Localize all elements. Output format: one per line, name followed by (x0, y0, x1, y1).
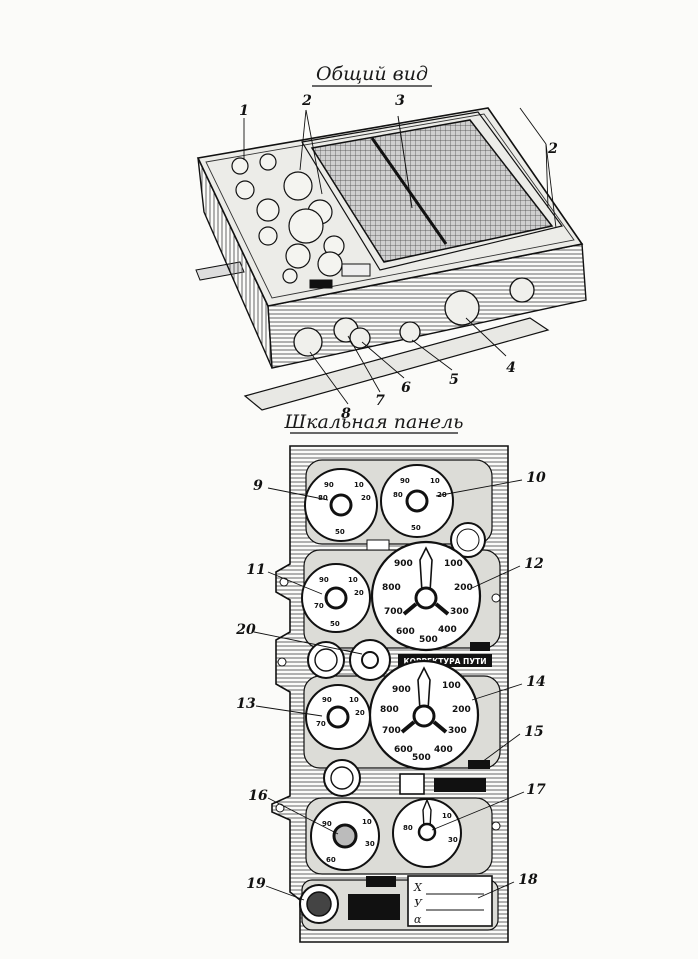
dial-14-label-900: 900 (392, 685, 411, 695)
callout-2-right: 2 (547, 141, 558, 157)
dial-10: 10 20 90 80 50 (380, 464, 454, 538)
dial-13-label-90: 90 (322, 696, 332, 704)
dial-14: 100 200 300 400 500 600 700 800 900 (368, 659, 480, 771)
callout-14: 14 (526, 674, 545, 690)
top-controls (231, 153, 371, 289)
dial-11-label-70: 70 (314, 602, 324, 610)
dial-16: 10 30 90 60 (310, 801, 380, 871)
dial-12-label-600: 600 (396, 627, 415, 637)
dial-14-label-400: 400 (434, 745, 453, 755)
plate-korrektura-text: КОРРЕКТУРА ПУТИ (403, 657, 486, 666)
callout-16: 16 (248, 788, 268, 804)
device-general-view (195, 107, 587, 411)
dial-16-label-90: 90 (322, 820, 332, 828)
dial-10-label-80: 80 (393, 491, 403, 499)
dial-12-label-900: 900 (394, 559, 413, 569)
dial-17-label-10: 10 (442, 812, 452, 820)
general-view-title: Общий вид (316, 63, 428, 85)
callout-5: 5 (449, 372, 459, 388)
dial-9-label-80: 80 (318, 494, 328, 502)
callout-2-left: 2 (301, 93, 312, 109)
dial-14-label-800: 800 (380, 705, 399, 715)
dial-17: 10 30 80 (392, 798, 462, 868)
coord-alpha-label: α (414, 913, 422, 926)
callout-19: 19 (246, 876, 266, 892)
counter-window (399, 773, 425, 795)
dial-16-label-60: 60 (326, 856, 336, 864)
dial-12: 100 200 300 400 500 600 700 800 900 (370, 540, 482, 652)
knob-20-area (307, 639, 391, 681)
dial-13-label-10: 10 (349, 696, 359, 704)
callout-18: 18 (518, 872, 538, 888)
scale-panel-title: Шкальная панель (283, 411, 463, 433)
dial-12-label-700: 700 (384, 607, 403, 617)
callout-1: 1 (239, 103, 249, 119)
dial-14-label-600: 600 (394, 745, 413, 755)
dial-9-label-90: 90 (324, 481, 334, 489)
plate-small-5 (348, 894, 400, 920)
dial-14-label-300: 300 (448, 726, 467, 736)
dial-12-label-500: 500 (419, 635, 438, 645)
callout-11: 11 (246, 562, 265, 578)
coord-x-label: X (413, 881, 423, 894)
dial-17-label-80: 80 (403, 824, 413, 832)
dial-12-label-100: 100 (444, 559, 463, 569)
dial-10-label-50: 50 (411, 524, 421, 532)
knob-lower-left (323, 759, 361, 797)
coord-plate-18 (407, 875, 493, 927)
base-rail (243, 317, 550, 411)
callout-10: 10 (526, 470, 546, 486)
callout-13: 13 (236, 696, 256, 712)
dial-13: 10 20 90 70 (305, 684, 371, 750)
dial-9-label-10: 10 (354, 481, 364, 489)
plate-small-4 (366, 876, 396, 887)
dial-14-label-200: 200 (452, 705, 471, 715)
callout-3: 3 (395, 93, 405, 109)
callout-4: 4 (506, 360, 516, 376)
dial-17-label-30: 30 (448, 836, 458, 844)
dial-9-label-20: 20 (361, 494, 371, 502)
plate-small-2 (470, 642, 490, 651)
dial-16-label-30: 30 (365, 840, 375, 848)
dial-13-label-20: 20 (355, 709, 365, 717)
dial-11-label-90: 90 (319, 576, 329, 584)
dial-12-label-800: 800 (382, 583, 401, 593)
grid-window (310, 119, 554, 263)
callout-6: 6 (401, 380, 411, 396)
callout-8: 8 (341, 406, 351, 422)
knob-19 (299, 884, 339, 924)
dial-11: 10 20 90 70 50 (301, 563, 371, 633)
dial-9: 10 20 90 80 50 (304, 468, 378, 542)
callout-7: 7 (375, 393, 385, 409)
front-devices (293, 277, 535, 357)
dial-12-label-200: 200 (454, 583, 473, 593)
callout-20: 20 (235, 622, 256, 638)
dial-12-label-300: 300 (450, 607, 469, 617)
dial-14-label-700: 700 (382, 726, 401, 736)
dial-11-label-20: 20 (354, 589, 364, 597)
dial-14-label-100: 100 (442, 681, 461, 691)
plate-small-3 (434, 778, 486, 792)
callout-17: 17 (526, 782, 546, 798)
dial-10-label-90: 90 (400, 477, 410, 485)
dial-13-label-70: 70 (316, 720, 326, 728)
dial-12-label-400: 400 (438, 625, 457, 635)
dial-11-label-50: 50 (330, 620, 340, 628)
dial-10-label-10: 10 (430, 477, 440, 485)
dial-9-label-50: 50 (335, 528, 345, 536)
dial-14-label-500: 500 (412, 753, 431, 763)
coord-y-label: У (414, 897, 423, 910)
callout-9: 9 (253, 478, 263, 494)
callout-15: 15 (524, 724, 543, 740)
callout-12: 12 (524, 556, 544, 572)
knob-upper-right (450, 522, 486, 558)
dial-11-label-10: 10 (348, 576, 358, 584)
plate-small-15 (468, 760, 490, 769)
dial-16-label-10: 10 (362, 818, 372, 826)
plate-small-1 (366, 539, 390, 551)
